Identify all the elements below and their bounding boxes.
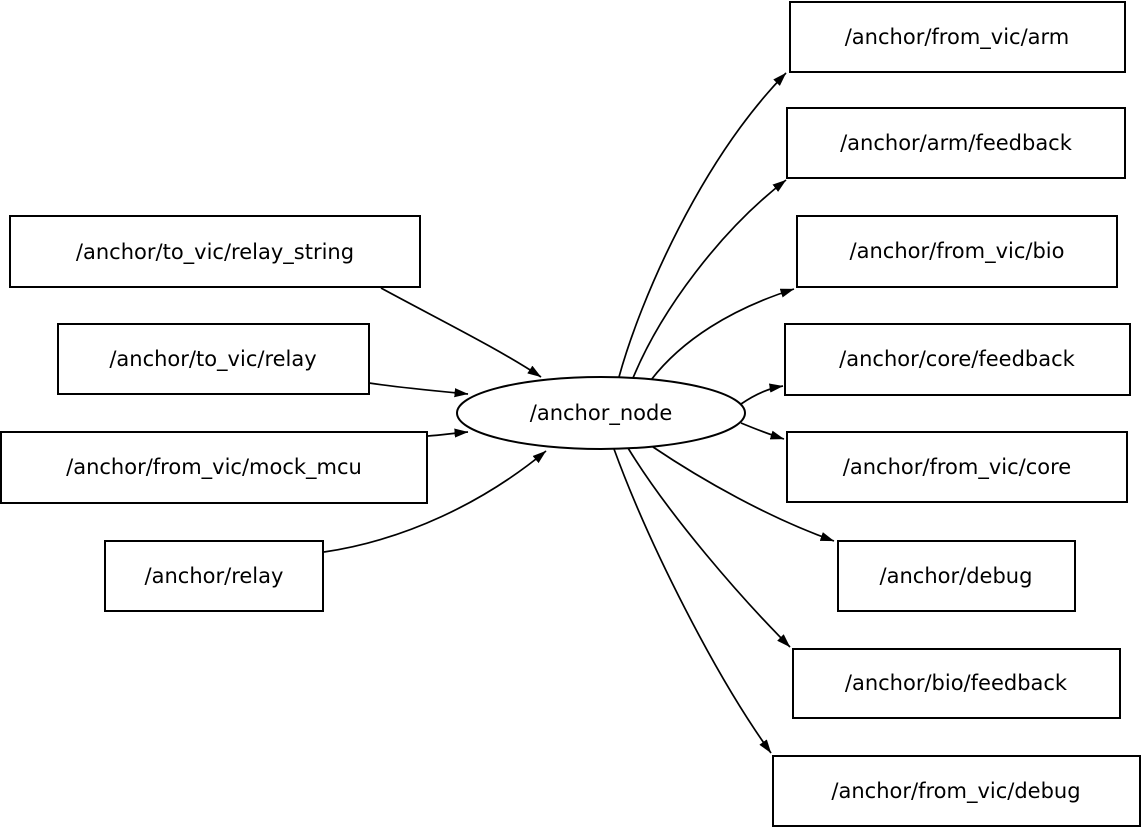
topic-box [0,431,428,504]
topic-box [789,1,1126,73]
center-node-anchor-node: /anchor_node [456,376,746,450]
node-ellipse [456,376,746,450]
edge-anchor-node-to-from-vic-arm [618,72,787,378]
topic-box [772,755,1141,827]
edge-anchor-node-to-from-vic-debug [613,448,772,754]
topic-box [104,540,324,612]
topic-box [796,215,1118,288]
topic-box [9,215,421,288]
topic-box [786,431,1128,503]
topic-box [837,540,1076,612]
topic-node-from-vic-mock-mcu: /anchor/from_vic/mock_mcu [0,431,428,504]
edge-anchor-relay-to-anchor-node [323,450,547,553]
topic-label: /anchor/from_vic/mock_mcu [66,455,362,480]
node-label: /anchor_node [530,401,673,426]
topic-label: /anchor/relay [145,564,284,588]
topic-label: /anchor/core/feedback [839,347,1076,371]
topic-node-bio-feedback: /anchor/bio/feedback [792,648,1121,719]
topic-box [784,323,1131,396]
topic-label: /anchor/from_vic/core [843,455,1071,480]
topic-node-from-vic-arm: /anchor/from_vic/arm [789,1,1126,73]
edge-anchor-node-to-from-vic-core [740,422,785,440]
edge-anchor-node-to-from-vic-bio [650,288,795,381]
topic-node-anchor-debug: /anchor/debug [837,540,1076,612]
topic-label: /anchor/to_vic/relay_string [76,240,354,265]
topic-node-to-vic-relay-string: /anchor/to_vic/relay_string [9,215,421,288]
edge-to-vic-relay-string-to-anchor-node [380,287,542,378]
topic-node-anchor-relay: /anchor/relay [104,540,324,612]
topic-box [792,648,1121,719]
topic-node-core-feedback: /anchor/core/feedback [784,323,1131,396]
topic-node-arm-feedback: /anchor/arm/feedback [786,107,1126,179]
edge-anchor-node-to-core-feedback [740,383,784,405]
topic-box [57,323,370,395]
topic-node-from-vic-bio: /anchor/from_vic/bio [796,215,1118,288]
edge-anchor-node-to-anchor-debug [652,446,835,542]
topic-node-to-vic-relay: /anchor/to_vic/relay [57,323,370,395]
topic-label: /anchor/bio/feedback [845,671,1068,695]
topic-label: /anchor/from_vic/debug [831,779,1080,804]
edge-to-vic-relay-to-anchor-node [368,382,469,398]
topic-box [786,107,1126,179]
topic-node-from-vic-debug: /anchor/from_vic/debug [772,755,1141,827]
topic-label: /anchor/to_vic/relay [109,347,316,372]
topic-label: /anchor/from_vic/arm [845,25,1070,50]
topic-label: /anchor/debug [880,564,1033,588]
topic-label: /anchor/arm/feedback [840,131,1073,155]
topic-node-from-vic-core: /anchor/from_vic/core [786,431,1128,503]
edge-anchor-node-to-bio-feedback [627,447,791,648]
edge-from-vic-mock-mcu-to-anchor-node [427,428,469,438]
topic-label: /anchor/from_vic/bio [850,239,1065,264]
edge-anchor-node-to-arm-feedback [632,179,787,379]
